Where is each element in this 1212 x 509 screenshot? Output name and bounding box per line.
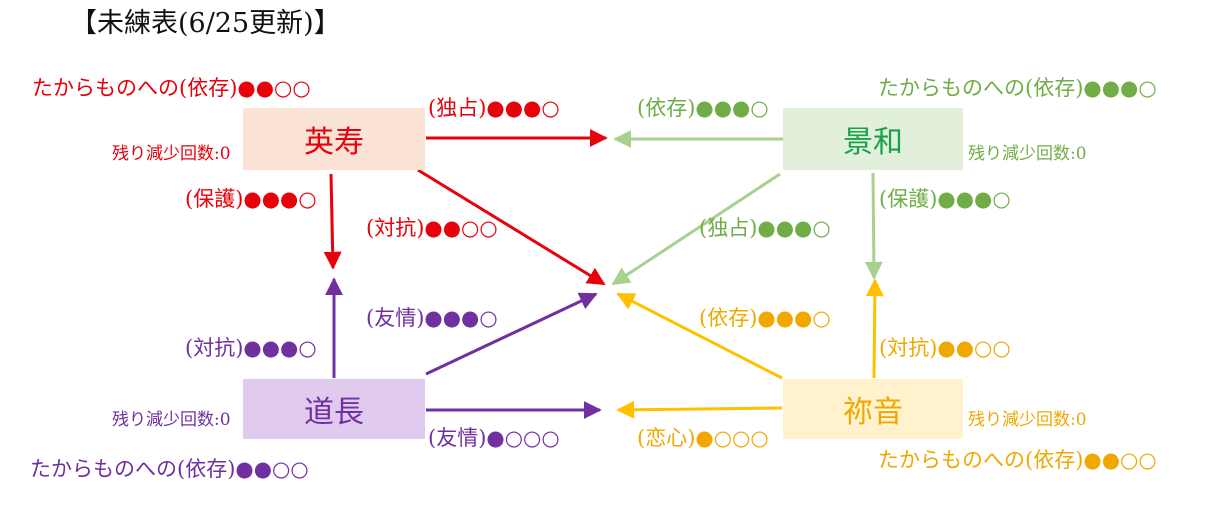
rel-eiju-to-neon: (対抗)●●○○ [366, 216, 498, 240]
neon-remaining: 残り減少回数:0 [968, 410, 1087, 430]
rel-michinaga-to-keiwa: (友情)●●●○ [366, 306, 498, 330]
arrow-eiju-to-michinaga [323, 173, 342, 270]
rel-neon-to-keiwa: (対抗)●●○○ [879, 336, 1011, 360]
node-keiwa-name: 景和 [843, 125, 903, 160]
arrow-eiju-to-neon [417, 168, 606, 286]
rel-neon-to-michinaga: (恋心)●○○○ [637, 426, 769, 450]
neon-treasure-label: たからものへの(依存)●●○○ [878, 448, 1157, 472]
node-keiwa: 景和 [783, 108, 963, 170]
rel-keiwa-to-neon: (保護)●●●○ [879, 187, 1011, 211]
michinaga-treasure-label: たからものへの(依存)●●○○ [30, 457, 309, 481]
michinaga-remaining: 残り減少回数:0 [112, 410, 231, 430]
arrow-neon-to-keiwa [865, 278, 884, 379]
rel-keiwa-to-michinaga: (独占)●●●○ [699, 216, 831, 240]
arrow-keiwa-to-michinaga [611, 172, 781, 286]
arrow-keiwa-to-neon [864, 172, 883, 280]
eiju-treasure-label: たからものへの(依存)●●○○ [32, 76, 311, 100]
keiwa-remaining: 残り減少回数:0 [968, 144, 1087, 164]
keiwa-treasure-label: たからものへの(依存)●●●○ [878, 76, 1157, 100]
arrow-michinaga-to-keiwa [425, 292, 598, 376]
rel-eiju-to-keiwa: (独占)●●●○ [428, 96, 560, 120]
rel-michinaga-to-eiju: (対抗)●●●○ [185, 336, 317, 360]
arrow-neon-to-eiju [616, 292, 783, 380]
page-title: 【未練表(6/25更新)】 [70, 8, 341, 39]
eiju-remaining: 残り減少回数:0 [112, 144, 231, 164]
node-neon: 祢音 [783, 379, 963, 439]
node-eiju: 英寿 [243, 108, 425, 170]
rel-neon-to-eiju: (依存)●●●○ [699, 306, 831, 330]
arrow-neon-to-michinaga [616, 400, 783, 419]
rel-keiwa-to-eiju: (依存)●●●○ [637, 96, 769, 120]
node-michinaga-name: 道長 [304, 395, 364, 430]
rel-michinaga-to-neon: (友情)●○○○ [428, 426, 560, 450]
node-neon-name: 祢音 [843, 395, 903, 430]
node-michinaga: 道長 [243, 379, 425, 439]
node-eiju-name: 英寿 [304, 125, 364, 160]
rel-eiju-to-michinaga: (保護)●●●○ [185, 187, 317, 211]
